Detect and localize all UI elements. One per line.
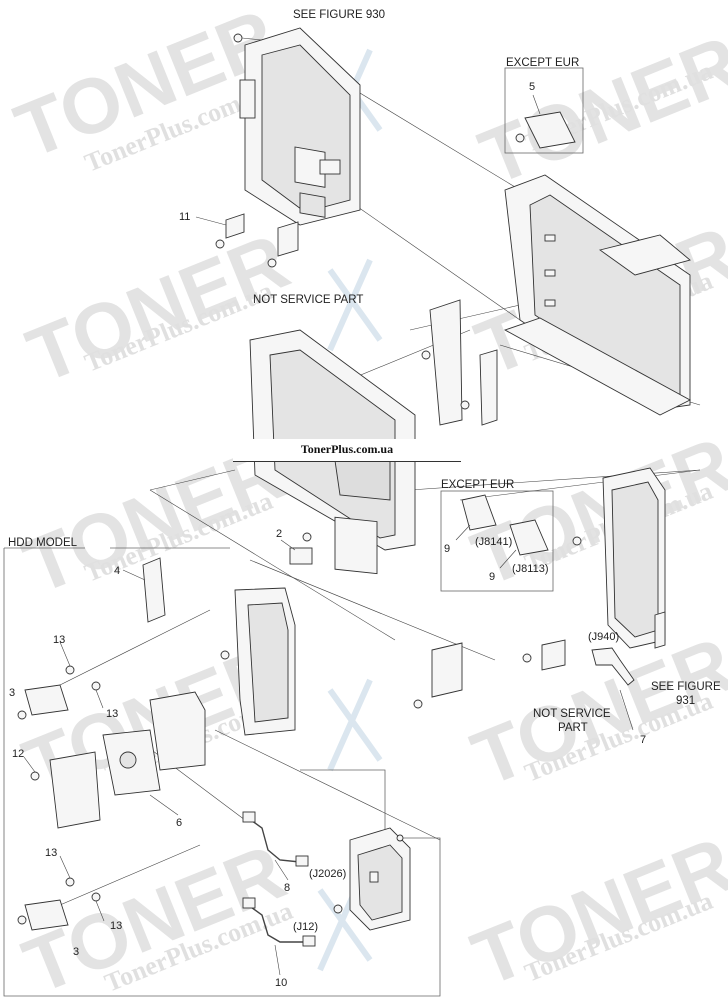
label-j940: (J940) xyxy=(588,631,619,643)
callout-7: 7 xyxy=(640,734,646,746)
callout-6: 6 xyxy=(176,817,182,829)
callout-3: 3 xyxy=(9,687,15,699)
callout-3: 3 xyxy=(73,946,79,958)
callout-11: 11 xyxy=(179,211,190,223)
hdd-caddy xyxy=(49,751,101,829)
part-9-a xyxy=(461,494,497,531)
part-3-top-rail xyxy=(24,684,69,716)
label-j2026: (J2026) xyxy=(309,868,346,880)
part-7-cable xyxy=(591,647,635,686)
callout-13: 13 xyxy=(53,634,65,646)
label-except-eur-mid: EXCEPT EUR xyxy=(441,479,514,491)
label-not-service-part-right-2: PART xyxy=(558,722,588,734)
cover-plate xyxy=(431,642,463,698)
side-bracket-b xyxy=(479,349,498,426)
hdd-model-frame xyxy=(3,548,441,997)
label-see-figure-930: SEE FIGURE 930 xyxy=(293,9,385,21)
callout-2: 2 xyxy=(276,528,282,540)
part-4 xyxy=(142,557,166,623)
label-see-figure-931-2: 931 xyxy=(676,695,695,707)
right-board-assembly xyxy=(572,467,666,649)
callout-9: 9 xyxy=(444,543,450,555)
watermark-banner: TonerPlus.com.ua xyxy=(233,439,461,462)
label-not-service-part-right-1: NOT SERVICE xyxy=(533,708,611,720)
not-service-part-top xyxy=(277,221,299,257)
callout-10: 10 xyxy=(275,977,287,989)
label-j8113: (J8113) xyxy=(512,563,548,575)
callout-13: 13 xyxy=(106,708,118,720)
part-11 xyxy=(225,213,245,239)
part-9-b xyxy=(509,519,549,556)
part-2 xyxy=(289,547,313,565)
part-3-bottom-rail xyxy=(24,899,69,931)
hard-disk-drive xyxy=(102,729,161,796)
hdd-bracket xyxy=(149,691,206,771)
label-j12: (J12) xyxy=(293,921,318,933)
except-eur-mid-frame xyxy=(440,490,554,592)
not-service-part-right xyxy=(541,639,566,671)
except-eur-top-frame xyxy=(504,67,584,154)
chassis-assembly xyxy=(503,174,691,416)
callout-9: 9 xyxy=(489,571,495,583)
label-except-eur-top: EXCEPT EUR xyxy=(506,57,579,69)
callout-12: 12 xyxy=(12,748,24,760)
cable-8 xyxy=(247,817,301,863)
part-5-bracket xyxy=(524,111,576,149)
label-see-figure-931-1: SEE FIGURE xyxy=(651,681,721,693)
hdd-controller-box xyxy=(333,827,411,931)
callout-8: 8 xyxy=(284,882,290,894)
side-bracket-a xyxy=(429,299,463,426)
callout-13: 13 xyxy=(110,920,122,932)
callout-5: 5 xyxy=(529,81,535,93)
cable-10 xyxy=(247,904,305,943)
label-hdd-model: HDD MODEL xyxy=(8,537,78,549)
callout-4: 4 xyxy=(114,565,120,577)
label-j8141: (J8141) xyxy=(475,536,512,548)
formatter-board-assembly xyxy=(233,27,361,226)
label-not-service-part-top: NOT SERVICE PART xyxy=(253,294,363,306)
hdd-mount-plate xyxy=(220,587,296,736)
callout-13: 13 xyxy=(45,847,57,859)
